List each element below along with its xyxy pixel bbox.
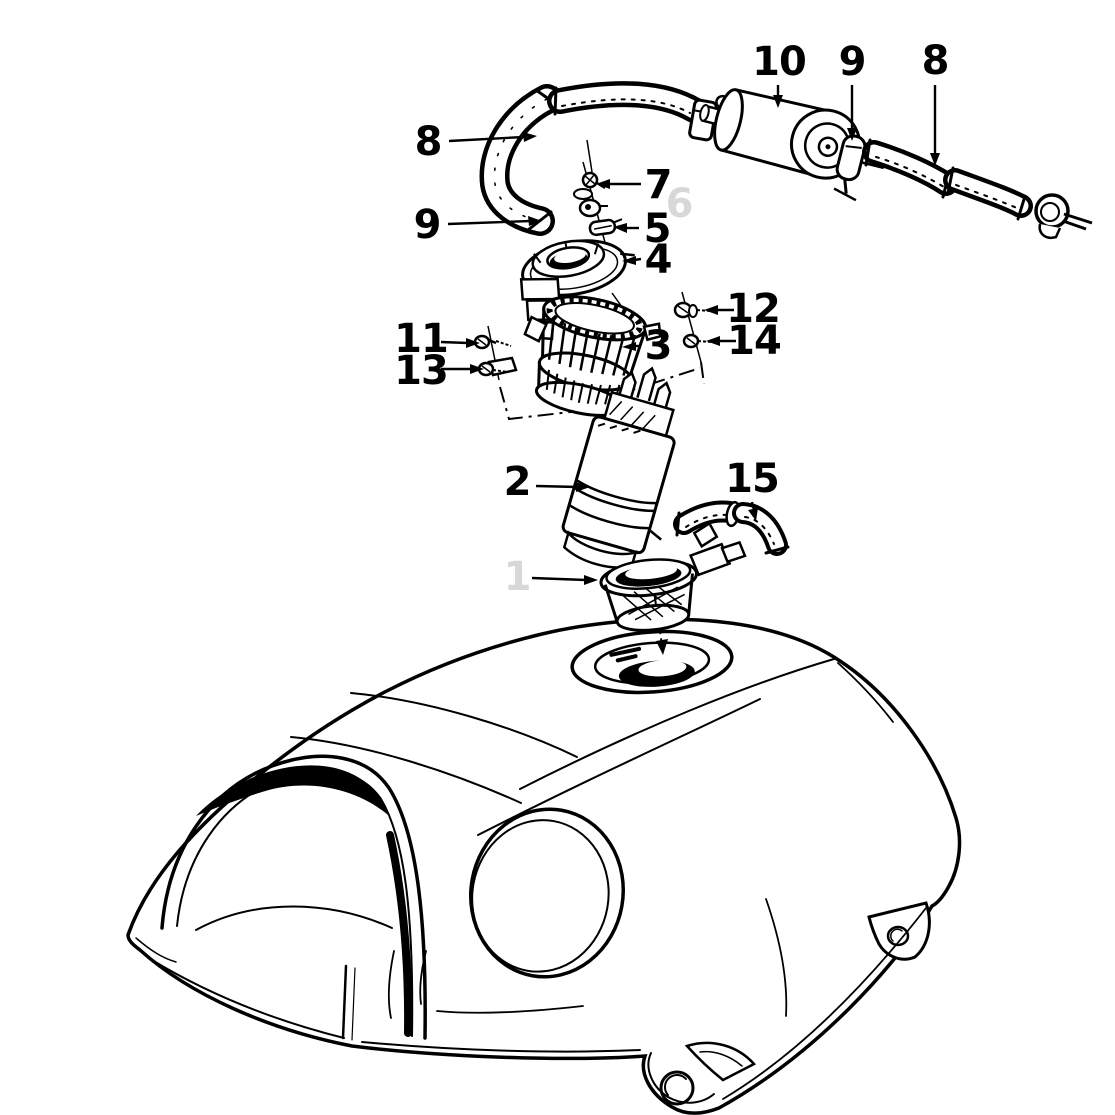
callout-11: 11 (394, 316, 449, 362)
screw-part-7 (573, 171, 606, 200)
leader-lines (440, 85, 940, 585)
leader-12 (704, 305, 734, 315)
callout-3: 3 (644, 323, 673, 369)
callout-8-hose-left: 8 (414, 119, 443, 165)
leader-15 (748, 501, 758, 521)
callout-13: 13 (394, 348, 449, 394)
grommet-part-6 (578, 198, 608, 218)
callout-9-clamp-left: 9 (413, 202, 442, 248)
leader-4 (622, 256, 642, 265)
leader-14 (706, 336, 736, 346)
leader-13 (441, 364, 484, 374)
clip-part-5 (588, 218, 623, 237)
callout-5: 5 (643, 206, 672, 252)
tank-tunnel-outer-arc (160, 754, 427, 1040)
callout-9-clamp-right: 9 (838, 39, 867, 85)
callout-12: 12 (726, 286, 781, 332)
tank-bottom-bracket (647, 1041, 757, 1106)
callout-15: 15 (725, 456, 780, 502)
tank-right-tab (867, 901, 931, 961)
callout-14: 14 (727, 318, 782, 364)
leader-2 (535, 482, 590, 492)
tank-tunnel-strip (195, 905, 393, 931)
fuel-hose-curved (479, 84, 562, 236)
callout-1: 1 (503, 554, 532, 600)
tank-tunnel-shadow-right (386, 831, 413, 1037)
fuel-hose-top (547, 81, 707, 123)
pump-strainer (523, 295, 662, 417)
retainer-cup (599, 521, 747, 632)
elbow-hose (673, 500, 790, 556)
leader-8-right (930, 85, 940, 166)
callout-7: 7 (644, 162, 673, 208)
fuel-pump (561, 366, 676, 569)
fuel-tank (126, 564, 962, 1115)
callout-2: 2 (503, 459, 532, 505)
leader-9-right (847, 85, 857, 141)
leader-11 (440, 338, 480, 348)
screw-part-13 (477, 356, 518, 377)
callout-4: 4 (644, 237, 673, 283)
tank-tunnel-flange (151, 959, 345, 1039)
leader-1 (531, 575, 598, 585)
fuel-hose-lower (862, 138, 1040, 221)
tank-filler-opening (570, 629, 734, 695)
filter-clamp (833, 134, 867, 202)
tank-side-hole (468, 807, 626, 979)
screw-part-11 (473, 334, 512, 350)
screw-part-14 (682, 333, 713, 349)
tank-tip-line (135, 937, 177, 963)
tank-surface-lines (290, 658, 927, 1100)
leader-3 (622, 342, 641, 351)
callout-8-hose-right: 8 (921, 38, 950, 84)
leader-7 (596, 179, 641, 189)
leader-5 (613, 223, 639, 233)
assembly-drop-line (649, 564, 668, 655)
callout-6: 6 (665, 181, 694, 227)
leader-9-left (447, 216, 542, 226)
tank-tunnel-shadow-top (196, 765, 388, 816)
callout-10: 10 (752, 39, 807, 85)
hose-end-clamp (1034, 193, 1093, 239)
leader-10 (773, 85, 783, 108)
leader-8-left (448, 132, 537, 143)
